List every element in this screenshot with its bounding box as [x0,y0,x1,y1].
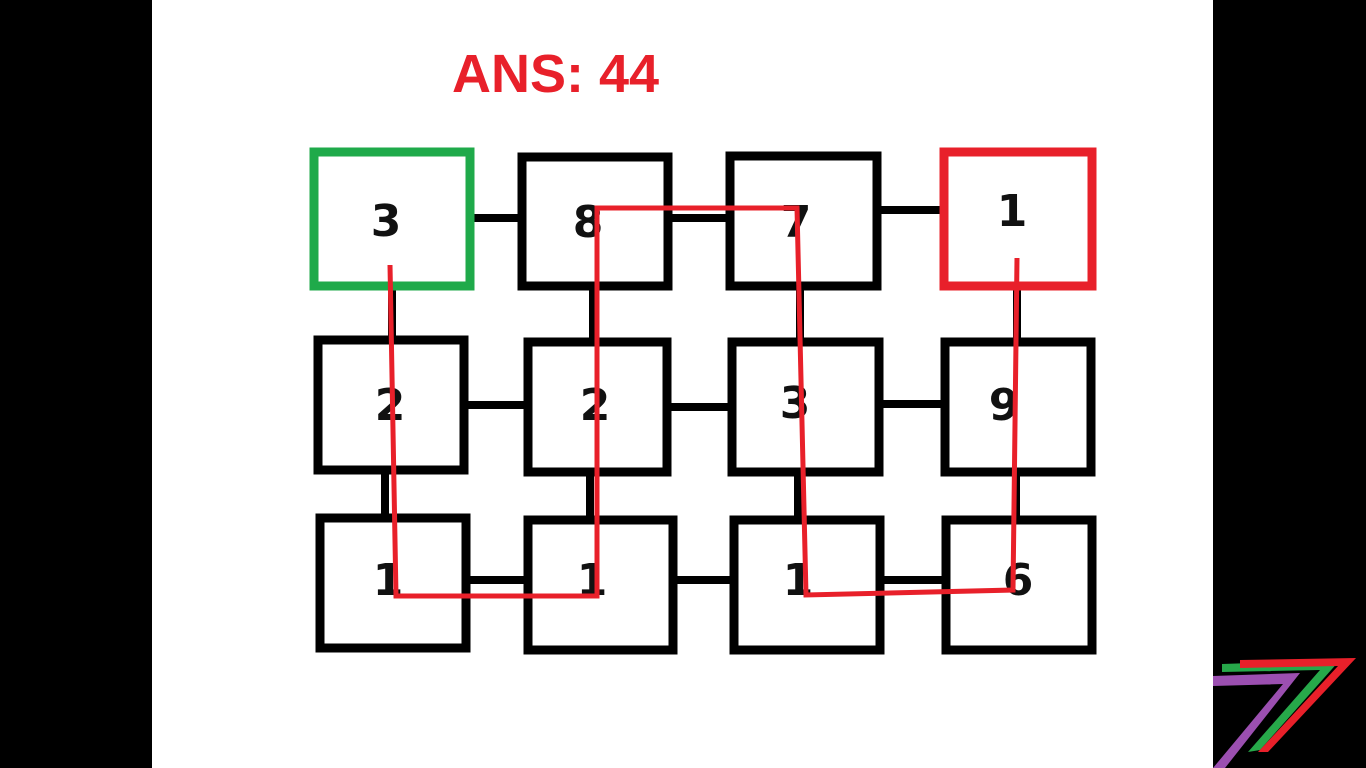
cell-number: 3 [780,378,811,429]
grid-cell [941,515,1097,655]
cell-number: 3 [371,196,402,247]
logo-stripe-purple [1213,673,1300,768]
cell-number: 1 [783,555,814,606]
answer-label: ANS: 44 [452,44,659,104]
seven-logo-icon [1213,658,1356,768]
cell-number: 6 [1003,555,1034,606]
grid-cell [727,337,884,477]
logo-stripe-red [1240,658,1356,752]
logo-stripe-green [1222,660,1340,752]
grid-cell [725,151,882,291]
grid-cell [523,515,678,655]
solution-path [387,205,1020,599]
grid-connectors [381,206,1021,584]
cell-number: 1 [997,186,1028,237]
